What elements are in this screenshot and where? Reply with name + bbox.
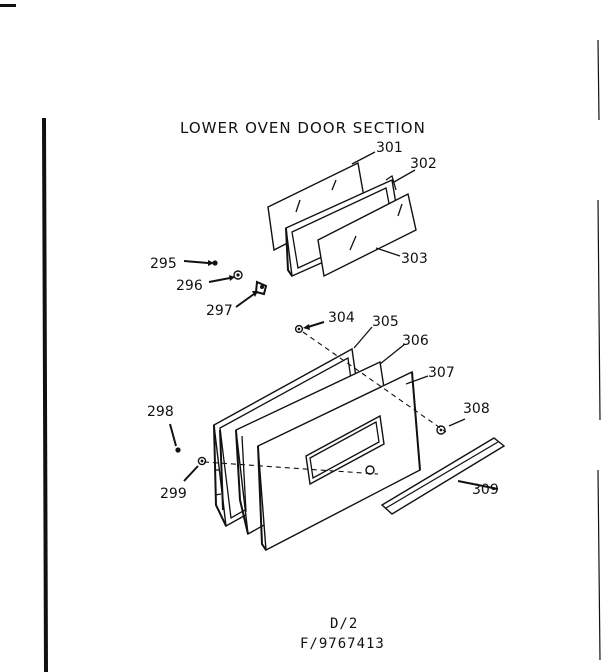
- screw-295: [212, 260, 218, 266]
- label-304: 304: [328, 310, 355, 326]
- label-295: 295: [150, 256, 177, 272]
- door-handle-309: [380, 437, 506, 515]
- door-screw-hole: [365, 465, 375, 475]
- glass-glare-301: [295, 179, 337, 213]
- glass-glare-303: [349, 203, 403, 251]
- label-297: 297: [206, 303, 233, 319]
- footer-section-code: D/2: [330, 616, 358, 632]
- label-308: 308: [463, 401, 490, 417]
- screw-298: [175, 447, 181, 453]
- assembly-lines: [203, 331, 447, 475]
- label-302: 302: [410, 156, 437, 172]
- scan-artifacts: [0, 4, 601, 672]
- part-labels: 301 302 303 295 296 297 304 305 306 307 …: [147, 140, 499, 502]
- label-309: 309: [472, 482, 499, 498]
- label-298: 298: [147, 404, 174, 420]
- diagram-title: LOWER OVEN DOOR SECTION: [180, 119, 426, 137]
- label-303: 303: [401, 251, 428, 267]
- footer-figure-code: F/9767413: [300, 636, 385, 652]
- bracket-297: [254, 280, 268, 296]
- door-assembly: [213, 347, 421, 552]
- leader-lines: [351, 151, 429, 385]
- glass-assembly: [267, 161, 417, 278]
- label-299: 299: [160, 486, 187, 502]
- glass-panel-303: [317, 192, 417, 278]
- label-301: 301: [376, 140, 403, 156]
- label-296: 296: [176, 278, 203, 294]
- label-306: 306: [402, 333, 429, 349]
- label-307: 307: [428, 365, 455, 381]
- label-305: 305: [372, 314, 399, 330]
- hinge-hardware: [183, 260, 268, 308]
- door-window: [305, 414, 385, 486]
